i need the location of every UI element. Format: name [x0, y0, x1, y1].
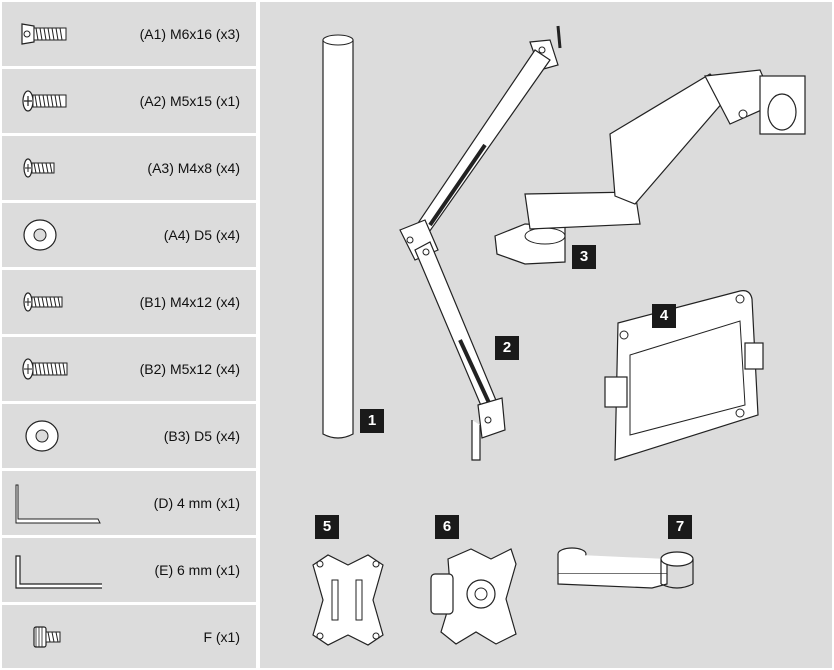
hex-key-icon — [15, 484, 101, 524]
hardware-label: (A1) M6x16 (x3) — [139, 26, 240, 42]
hardware-label: (E) 6 mm (x1) — [154, 562, 240, 578]
spring-arm-icon — [399, 25, 562, 461]
hardware-row: F (x1) — [2, 605, 256, 668]
part-number-badge: 2 — [495, 336, 519, 360]
hardware-row: (B2) M5x12 (x4) — [2, 337, 256, 401]
hardware-label: (B1) M4x12 (x4) — [139, 294, 240, 310]
hex-key-icon — [15, 555, 102, 589]
hardware-list: (A1) M6x16 (x3) (A2) M5x15 (x1) (A3) M4x… — [2, 2, 256, 668]
screw-icon — [23, 292, 63, 312]
washer-icon — [23, 219, 57, 251]
washer-icon — [25, 420, 59, 452]
hardware-row: (A1) M6x16 (x3) — [2, 2, 256, 66]
hardware-row: (A4) D5 (x4) — [2, 203, 256, 267]
parts-panel: 1 2 3 — [260, 2, 832, 668]
gas-spring-arm-icon — [494, 69, 806, 265]
hardware-label: (A2) M5x15 (x1) — [139, 93, 240, 109]
thumb-screw-icon — [33, 626, 61, 648]
hardware-row: (B3) D5 (x4) — [2, 404, 256, 468]
hardware-label: (B2) M5x12 (x4) — [139, 361, 240, 377]
hardware-row: (A3) M4x8 (x4) — [2, 136, 256, 200]
extension-arm-icon — [557, 547, 694, 589]
laptop-tray-icon — [604, 290, 764, 461]
countersunk-screw-icon — [21, 23, 67, 45]
hardware-label: F (x1) — [203, 629, 240, 645]
part-number-badge: 1 — [360, 409, 384, 433]
part-number-badge: 6 — [435, 515, 459, 539]
vesa-plate-icon — [312, 554, 384, 646]
hardware-label: (D) 4 mm (x1) — [153, 495, 240, 511]
phillips-screw-icon — [22, 90, 67, 112]
hardware-row: (A2) M5x15 (x1) — [2, 69, 256, 133]
hardware-row: (D) 4 mm (x1) — [2, 471, 256, 535]
tilt-vesa-head-icon — [430, 548, 517, 645]
hardware-label: (A3) M4x8 (x4) — [147, 160, 240, 176]
part-number-badge: 7 — [668, 515, 692, 539]
screw-icon — [22, 358, 68, 380]
short-screw-icon — [23, 158, 55, 178]
pole-icon — [322, 34, 354, 439]
hardware-row: (E) 6 mm (x1) — [2, 538, 256, 602]
hardware-label: (B3) D5 (x4) — [163, 428, 240, 444]
hardware-label: (A4) D5 (x4) — [163, 227, 240, 243]
part-number-badge: 3 — [572, 245, 596, 269]
hardware-row: (B1) M4x12 (x4) — [2, 270, 256, 334]
part-number-badge: 4 — [652, 304, 676, 328]
part-number-badge: 5 — [315, 515, 339, 539]
